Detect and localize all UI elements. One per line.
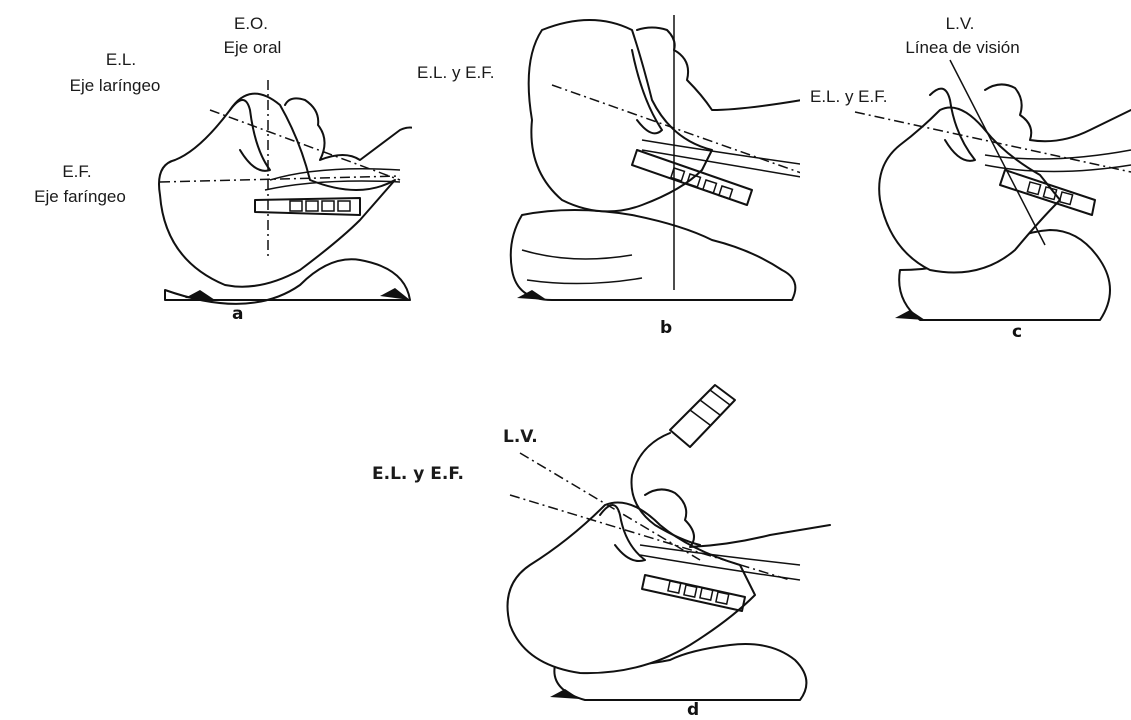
panel-d: L.V. E.L. y E.F. d	[370, 375, 830, 718]
eo-name-label: Eje oral	[205, 38, 300, 58]
el-name-label: Eje laríngeo	[50, 76, 180, 96]
ef-abbr-label: E.F.	[52, 162, 102, 182]
panel-d-el-ef-label: E.L. y E.F.	[372, 464, 464, 484]
panel-a: E.O. Eje oral E.L. Eje laríngeo E.F. Eje…	[0, 0, 420, 340]
lv-name-label: Línea de visión	[895, 38, 1030, 58]
panel-a-letter: a	[232, 304, 243, 324]
panel-c: L.V. Línea de visión E.L. y E.F. c	[800, 0, 1131, 345]
panel-b-drawing	[412, 0, 807, 345]
panel-d-lv-label: L.V.	[503, 427, 538, 447]
panel-c-el-ef-label: E.L. y E.F.	[810, 87, 887, 107]
lv-abbr-label: L.V.	[930, 14, 990, 34]
eo-abbr-label: E.O.	[226, 14, 276, 34]
el-abbr-label: E.L.	[96, 50, 146, 70]
panel-b: E.L. y E.F. b	[412, 0, 807, 345]
ef-name-label: Eje faríngeo	[10, 187, 150, 207]
panel-b-letter: b	[660, 318, 672, 338]
panel-b-el-ef-label: E.L. y E.F.	[417, 63, 494, 83]
panel-c-letter: c	[1012, 322, 1022, 342]
panel-d-letter: d	[687, 700, 699, 720]
panel-d-drawing	[370, 375, 830, 718]
